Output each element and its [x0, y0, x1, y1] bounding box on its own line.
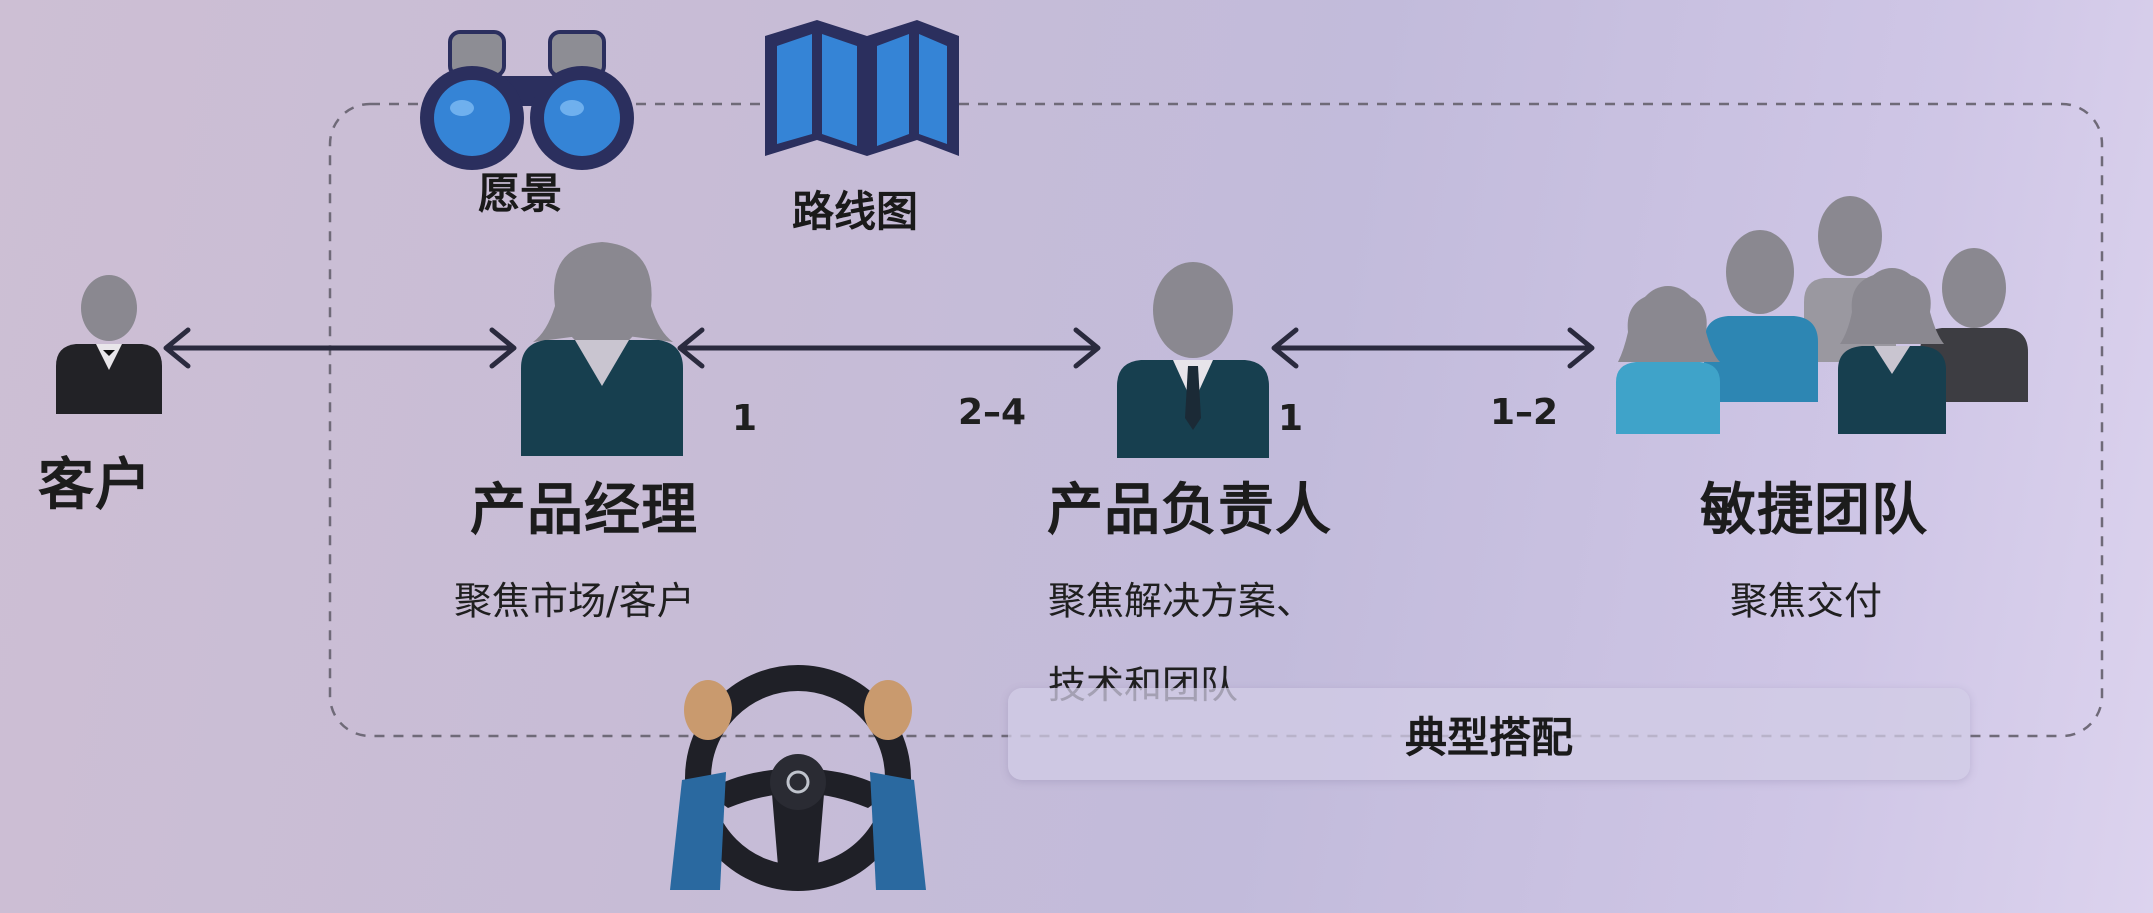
customer-title: 客户 — [38, 453, 152, 518]
product-manager-subtitle: 聚焦市场/客户 — [454, 579, 695, 623]
agile-team-group-icon — [1616, 196, 2028, 434]
agile-team-subtitle: 聚焦交付 — [1730, 579, 1883, 623]
product-owner-title: 产品负责人 — [1047, 478, 1332, 543]
binoculars-icon — [420, 30, 634, 170]
product-owner-subtitle-line-1: 聚焦解决方案、 — [1048, 579, 1315, 623]
typical-combination-badge: 典型搭配 — [1008, 688, 1970, 780]
product-manager-figure-icon — [521, 242, 683, 456]
steering-wheel-icon — [670, 665, 926, 891]
ratio-po-left: 1 — [1278, 398, 1304, 439]
map-icon — [765, 20, 959, 156]
vision-label: 愿景 — [478, 169, 563, 218]
ratio-team-side: 1–2 — [1490, 392, 1559, 433]
ratio-pm-side: 1 — [732, 398, 758, 439]
customer-figure-icon — [56, 275, 162, 414]
badge-label: 典型搭配 — [1404, 712, 1573, 762]
agile-team-title: 敏捷团队 — [1700, 478, 1928, 543]
product-manager-title: 产品经理 — [470, 478, 698, 543]
roadmap-label: 路线图 — [792, 187, 919, 236]
product-owner-figure-icon — [1117, 262, 1269, 458]
ratio-po-side: 2–4 — [958, 392, 1027, 433]
